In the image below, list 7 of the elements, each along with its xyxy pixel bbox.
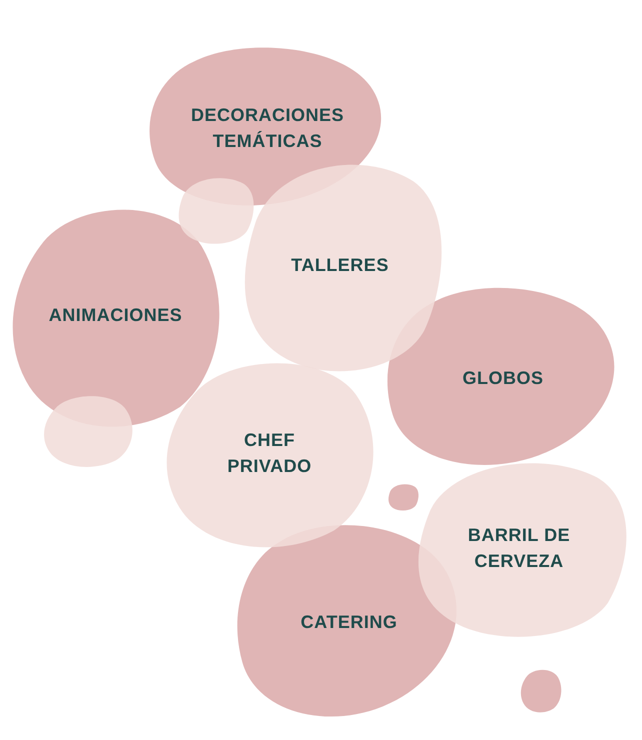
blob-label: DECORACIONES TEMÁTICAS (190, 103, 345, 152)
blob-label: GLOBOS (461, 366, 544, 390)
blob-label: TALLERES (290, 254, 390, 277)
blob-label: CHEF PRIVADO (226, 428, 313, 478)
blob-label: BARRIL DE CERVEZA (466, 523, 572, 572)
blob-label: ANIMACIONES (48, 304, 184, 327)
blob-label: CATERING (300, 610, 398, 634)
